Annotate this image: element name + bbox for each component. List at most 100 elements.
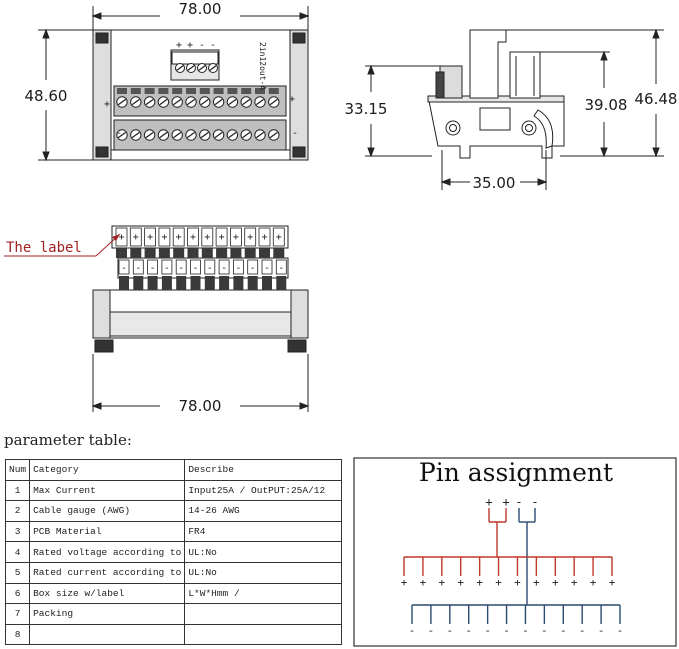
board-label-text: 2in12out-A: [258, 42, 267, 90]
front-upper-clamp: [273, 248, 285, 258]
rail-screw-top: [268, 96, 280, 108]
screw-slot: [145, 98, 154, 106]
front-upper-clamp: [201, 248, 213, 258]
screw-slot: [242, 131, 251, 139]
input-screw: [186, 63, 196, 73]
front-plus-sign: +: [190, 232, 196, 243]
row-num: 6: [4, 582, 31, 605]
row-describe: UL:No: [184, 561, 342, 584]
front-plus-cell: [158, 227, 171, 247]
output-plus-sign: +: [571, 576, 578, 589]
rail-screw-top: [185, 96, 197, 108]
rail-clamp: [227, 88, 238, 94]
front-minus-cell: [261, 259, 273, 275]
front-lower-clamp: [133, 276, 144, 290]
rail-clamp: [144, 88, 155, 94]
rail-screw-top: [143, 96, 156, 108]
row-category: Box size w/label: [29, 582, 186, 605]
screw-slot: [186, 131, 196, 139]
screw-slot: [200, 98, 209, 106]
row-category: Rated current according to: [29, 561, 186, 584]
header-num: Num: [4, 459, 31, 481]
row-describe: FR4: [184, 520, 342, 543]
row-describe: 14-26 AWG: [184, 500, 342, 522]
row-num: 3: [4, 520, 31, 543]
output-minus-sign: -: [522, 624, 529, 637]
label-callout: The label: [4, 233, 121, 257]
row-category: Rated voltage according to: [29, 541, 186, 563]
front-plus-cell: [172, 227, 185, 247]
parameter-table-title: parameter table:: [4, 431, 132, 449]
front-plus-sign: +: [133, 232, 139, 243]
rail-sign: -: [292, 128, 298, 139]
side-mid-height-dimension: 39.08: [585, 96, 628, 114]
input-terminal-screws: [175, 63, 218, 73]
row-describe: L*W*Hmm /: [184, 582, 342, 605]
front-lower-clamp: [247, 276, 258, 290]
output-minus-sign: -: [447, 624, 454, 637]
row-describe: UL:No: [184, 541, 342, 563]
front-plus-sign: +: [261, 232, 267, 243]
rail-screw-bottom: [212, 129, 225, 141]
output-minus-sign: -: [579, 624, 586, 637]
row-category: Cable gauge (AWG): [29, 500, 186, 522]
front-terminal-columns: +-+-+-+-+-+-+-+-+-+-+-+-: [115, 227, 287, 290]
screw-slot: [214, 98, 223, 106]
front-plus-cell: [144, 227, 157, 247]
bottom-width-dimension: 78.00: [179, 397, 222, 415]
rail-screw-bottom: [157, 129, 170, 141]
front-minus-cell: [147, 259, 159, 275]
output-plus-sign: +: [401, 576, 408, 589]
front-minus-cell: [218, 259, 230, 275]
front-plus-cell: [244, 227, 257, 247]
pin-assignment-frame: [353, 457, 677, 647]
row-category: [29, 623, 186, 646]
screw-slot: [117, 131, 127, 139]
rail-clamp: [158, 88, 169, 94]
front-lower-clamp: [219, 276, 230, 290]
rail-clamp: [172, 88, 183, 94]
front-plus-sign: +: [161, 232, 167, 243]
front-upper-clamp: [216, 248, 228, 258]
front-minus-cell: [247, 259, 259, 275]
rail-sign: +: [289, 94, 295, 105]
front-minus-sign: -: [264, 263, 270, 274]
rail-screw-bottom: [171, 129, 183, 141]
front-plus-cell: [258, 227, 271, 247]
front-plus-sign: +: [204, 232, 210, 243]
output-minus-sign: -: [465, 624, 472, 637]
output-plus-sign: +: [552, 576, 559, 589]
input-screw: [175, 63, 185, 73]
screw-slot: [198, 65, 206, 71]
front-minus-sign: -: [135, 263, 141, 274]
front-lower-clamp: [176, 276, 187, 290]
row-num: 2: [4, 500, 31, 522]
screw-slot: [131, 98, 140, 106]
front-minus-sign: -: [121, 263, 127, 274]
screw-slot: [173, 131, 182, 139]
rail-screw-top: [226, 96, 239, 108]
front-upper-clamp: [116, 248, 127, 258]
rail-screw-bottom: [226, 129, 239, 141]
screw-slot: [173, 98, 182, 106]
side-width-dimension: 35.00: [473, 174, 516, 192]
rail-clamp: [186, 88, 196, 94]
front-plus-cell: [129, 227, 142, 247]
output-minus-sign: -: [560, 624, 567, 637]
rail-clamp: [130, 88, 141, 94]
output-plus-sign: +: [457, 576, 464, 589]
front-minus-sign: -: [178, 263, 184, 274]
front-upper-clamp: [187, 248, 199, 258]
output-minus-sign: -: [484, 624, 491, 637]
front-upper-clamp: [144, 248, 156, 258]
front-minus-cell: [118, 259, 130, 275]
front-lower-clamp: [233, 276, 244, 290]
row-num: 4: [4, 541, 31, 563]
row-num: 8: [4, 623, 31, 646]
screw-slot: [255, 98, 265, 106]
output-plus-sign: +: [514, 576, 521, 589]
front-upper-clamp: [130, 248, 142, 258]
